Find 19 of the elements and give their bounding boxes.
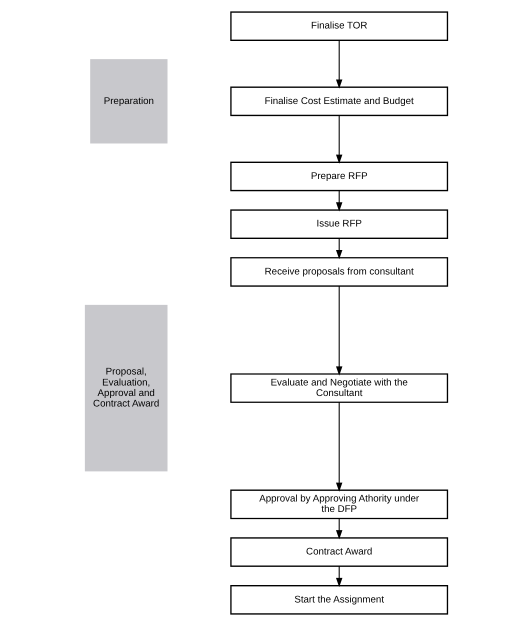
arrow (335, 40, 342, 89)
arrow (335, 566, 342, 588)
node-box: Evaluate and Negotiate with the Consultant (230, 373, 448, 403)
arrow (335, 116, 342, 164)
node-box: Receive proposals from consultant (230, 257, 448, 287)
arrow (335, 190, 342, 212)
node-box: Finalise Cost Estimate and Budget (230, 86, 448, 116)
node-box: Preparation (90, 59, 168, 144)
arrow (335, 238, 342, 260)
node-box: Proposal, Evaluation, Approval and Contract Award (84, 304, 168, 472)
arrow (335, 518, 342, 540)
node-box: Approval by Approving Athority under the DFP (230, 490, 448, 520)
arrow (335, 286, 342, 376)
node-box: Contract Award (230, 537, 448, 567)
node-box: Finalise TOR (230, 11, 448, 41)
node-box: Start the Assignment (230, 585, 448, 615)
node-box: Prepare RFP (230, 162, 448, 192)
node-box: Issue RFP (230, 209, 448, 239)
arrow (335, 402, 342, 492)
